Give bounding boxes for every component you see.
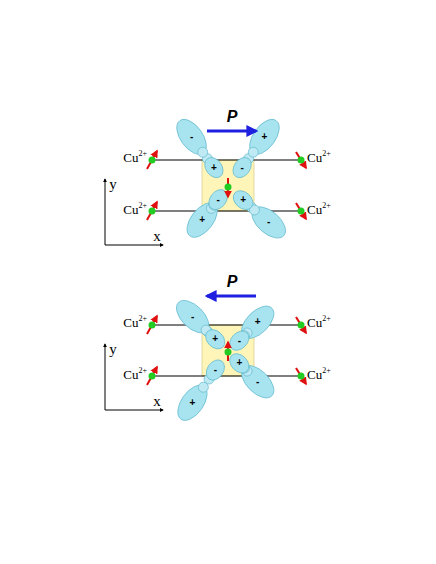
ion-label: Cu2+ — [307, 367, 331, 381]
sign-label: + — [262, 132, 268, 142]
bond-line — [152, 210, 301, 211]
polarization-label: P — [227, 109, 238, 125]
spin-arrow — [296, 152, 306, 168]
bond-line — [152, 375, 301, 376]
element-symbol: Cu — [307, 315, 322, 330]
sign-label: - — [238, 336, 241, 346]
cu-ion-dot — [149, 157, 156, 164]
orbital-lobe — [226, 350, 280, 404]
element-symbol: Cu — [307, 367, 322, 382]
sign-label: + — [236, 358, 242, 368]
element-symbol: Cu — [307, 202, 322, 217]
spin-arrow — [147, 316, 157, 334]
cu-ion-dot — [149, 208, 156, 215]
cu-ion-dot — [149, 322, 156, 329]
charge-superscript: 2+ — [322, 366, 331, 375]
spin-arrow — [147, 151, 157, 169]
inner-lobe — [229, 154, 255, 181]
sign-label: + — [212, 334, 218, 344]
spin-arrow — [147, 367, 157, 385]
charge-superscript: 2+ — [138, 366, 147, 375]
sign-label: + — [255, 317, 261, 327]
ion-label: Cu2+ — [123, 202, 147, 216]
inner-lobe — [202, 326, 229, 353]
spin-arrow — [296, 203, 306, 219]
outer-lobe — [172, 380, 213, 425]
orbital-lobe — [172, 356, 228, 425]
panel — [105, 114, 306, 245]
ion-dot — [225, 184, 232, 191]
axis-label: y — [109, 177, 117, 192]
orbital-lobe — [229, 114, 285, 181]
sign-label: - — [190, 132, 193, 142]
outer-lobe — [171, 114, 212, 159]
ion-label: Cu2+ — [123, 150, 147, 164]
spin-arrow — [296, 317, 306, 333]
ion-label: Cu2+ — [123, 367, 147, 381]
ion-label: Cu2+ — [123, 315, 147, 329]
charge-superscript: 2+ — [138, 149, 147, 158]
cu-ion-dot — [298, 157, 305, 164]
sign-label: - — [191, 312, 194, 322]
ion-dot — [225, 349, 232, 356]
cu-ion-dot — [298, 208, 305, 215]
polarization-arrow — [207, 130, 256, 133]
element-symbol: Cu — [123, 315, 138, 330]
orbital-lobe — [171, 114, 227, 181]
inner-lobe — [230, 187, 257, 214]
bond-line — [152, 159, 301, 160]
element-symbol: Cu — [307, 150, 322, 165]
sign-label: + — [240, 195, 246, 205]
sign-label: + — [199, 215, 205, 225]
x-axis — [105, 410, 163, 411]
ion-label: Cu2+ — [307, 315, 331, 329]
axis-label: x — [153, 394, 161, 409]
sign-label: - — [240, 163, 243, 173]
bond-line — [152, 324, 301, 325]
inner-lobe — [203, 356, 229, 383]
charge-superscript: 2+ — [322, 314, 331, 323]
outer-lobe — [244, 114, 285, 159]
orbital-lobe — [181, 186, 231, 243]
charge-superscript: 2+ — [322, 149, 331, 158]
charge-superscript: 2+ — [138, 314, 147, 323]
charge-superscript: 2+ — [138, 201, 147, 210]
element-symbol: Cu — [123, 202, 138, 217]
axis-label: y — [109, 342, 117, 357]
orbital-lobe — [226, 300, 280, 354]
sign-label: - — [256, 377, 259, 387]
polarization-arrow — [207, 295, 256, 298]
orbital-lobe — [230, 187, 292, 244]
axis-label: x — [153, 229, 161, 244]
cu-ion-dot — [298, 322, 305, 329]
sign-label: - — [267, 217, 270, 227]
element-symbol: Cu — [123, 367, 138, 382]
sign-label: + — [211, 163, 217, 173]
cu-ion-dot — [149, 373, 156, 380]
sign-label: - — [214, 365, 217, 375]
inner-lobe — [201, 154, 227, 181]
charge-superscript: 2+ — [322, 201, 331, 210]
spin-arrow — [147, 202, 157, 220]
orbital-lobe — [171, 295, 229, 353]
y-axis — [105, 344, 106, 410]
orbital-node — [198, 382, 208, 392]
spin-arrow — [296, 368, 306, 384]
sign-label: - — [216, 195, 219, 205]
panel — [105, 295, 306, 426]
x-axis — [105, 245, 163, 246]
outer-lobe — [246, 201, 291, 244]
orbital-node — [248, 147, 258, 157]
ion-label: Cu2+ — [307, 202, 331, 216]
y-axis — [105, 179, 106, 245]
ion-label: Cu2+ — [307, 150, 331, 164]
cu-ion-dot — [298, 373, 305, 380]
orbital-node — [198, 147, 208, 157]
element-symbol: Cu — [123, 150, 138, 165]
sign-label: + — [190, 398, 196, 408]
polarization-label: P — [227, 274, 238, 290]
